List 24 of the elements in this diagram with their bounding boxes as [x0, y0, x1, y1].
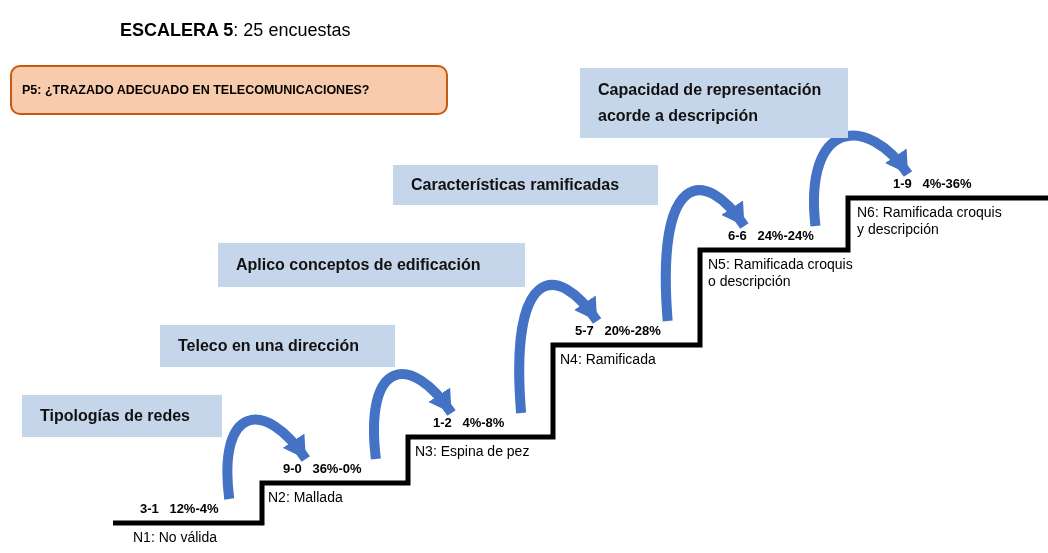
step-count: 5-7 20%-28%	[575, 323, 661, 338]
curved-arrow	[809, 130, 912, 227]
step-count: 1-9 4%-36%	[893, 176, 972, 191]
step-count: 6-6 24%-24%	[728, 228, 814, 243]
diagram-title: ESCALERA 5: 25 encuestas	[120, 20, 351, 41]
step-label: N6: Ramificada croquis y descripción	[857, 204, 1003, 238]
curved-arrow	[369, 369, 456, 460]
label-box: Teleco en una dirección	[160, 325, 395, 367]
label-box: Aplico conceptos de edificación	[218, 243, 525, 287]
label-box: Capacidad de representación acorde a descripción	[580, 68, 848, 138]
step-label: N3: Espina de pez	[415, 443, 531, 460]
step-label: N1: No válida	[133, 529, 219, 546]
step-label: N4: Ramificada	[560, 351, 657, 368]
step-label: N2: Mallada	[268, 489, 344, 506]
step-count: 9-0 36%-0%	[283, 461, 362, 476]
step-label: N5: Ramificada croquis o descripción	[708, 256, 854, 290]
curved-arrow	[660, 185, 749, 322]
label-box: Características ramificadas	[393, 165, 658, 205]
question-box: P5: ¿TRAZADO ADECUADO EN TELECOMUNICACIONES?	[10, 65, 448, 115]
curved-arrow	[222, 414, 310, 500]
label-box: Tipologías de redes	[22, 395, 222, 437]
step-count: 1-2 4%-8%	[433, 415, 505, 430]
curved-arrow	[514, 280, 602, 414]
step-count: 3-1 12%-4%	[140, 501, 219, 516]
